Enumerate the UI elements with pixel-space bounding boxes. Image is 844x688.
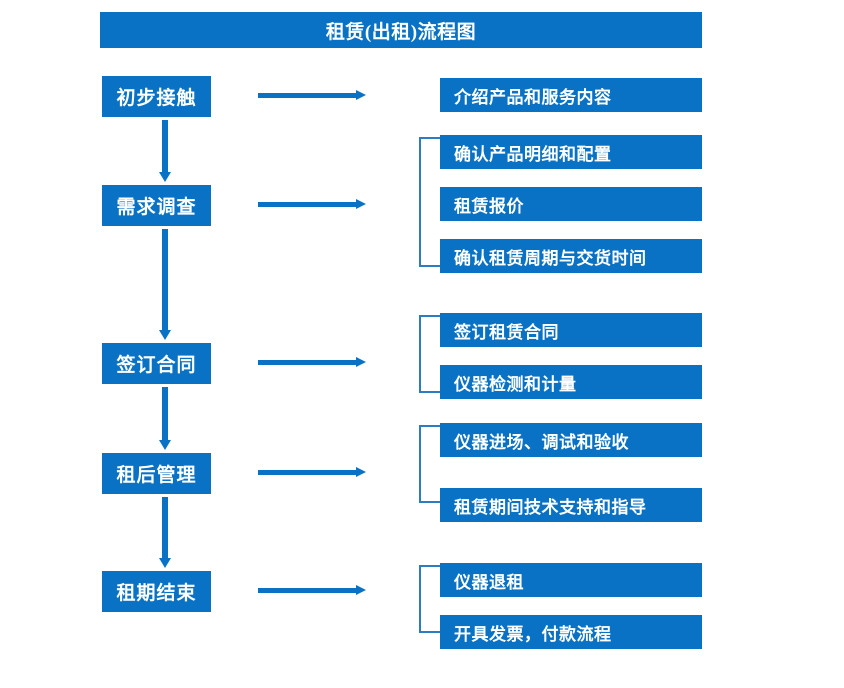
detail-box-3-2[interactable]: 仪器检测和计量 [440, 365, 702, 399]
stage-box-5[interactable]: 租期结束 [102, 571, 211, 612]
vertical-arrow-3-4 [159, 387, 171, 450]
detail-box-3-1[interactable]: 签订租赁合同 [440, 313, 702, 347]
detail-box-4-2[interactable]: 租赁期间技术支持和指导 [440, 488, 702, 522]
group-bracket-4 [419, 425, 440, 503]
stage-box-4[interactable]: 租后管理 [102, 453, 211, 494]
detail-box-2-1[interactable]: 确认产品明细和配置 [440, 135, 702, 169]
detail-box-5-1[interactable]: 仪器退租 [440, 563, 702, 597]
vertical-arrow-2-3 [159, 229, 171, 340]
detail-box-4-1[interactable]: 仪器进场、调试和验收 [440, 423, 702, 457]
horizontal-arrow-2 [258, 199, 366, 210]
group-bracket-5 [419, 565, 440, 633]
stage-box-2[interactable]: 需求调查 [102, 185, 211, 226]
group-bracket-3 [419, 315, 440, 393]
detail-box-2-3[interactable]: 确认租赁周期与交货时间 [440, 239, 702, 273]
detail-box-1-1[interactable]: 介绍产品和服务内容 [440, 78, 702, 112]
stage-box-3[interactable]: 签订合同 [102, 343, 211, 384]
stage-box-1[interactable]: 初步接触 [102, 76, 211, 117]
detail-box-5-2[interactable]: 开具发票，付款流程 [440, 615, 702, 649]
horizontal-arrow-3 [258, 357, 366, 368]
detail-box-2-2[interactable]: 租赁报价 [440, 187, 702, 221]
group-bracket-2 [419, 137, 440, 267]
vertical-arrow-4-5 [159, 497, 171, 568]
horizontal-arrow-5 [258, 585, 366, 596]
horizontal-arrow-4 [258, 467, 366, 478]
vertical-arrow-1-2 [159, 120, 171, 182]
diagram-title: 租赁(出租)流程图 [100, 12, 702, 48]
horizontal-arrow-1 [258, 90, 366, 101]
